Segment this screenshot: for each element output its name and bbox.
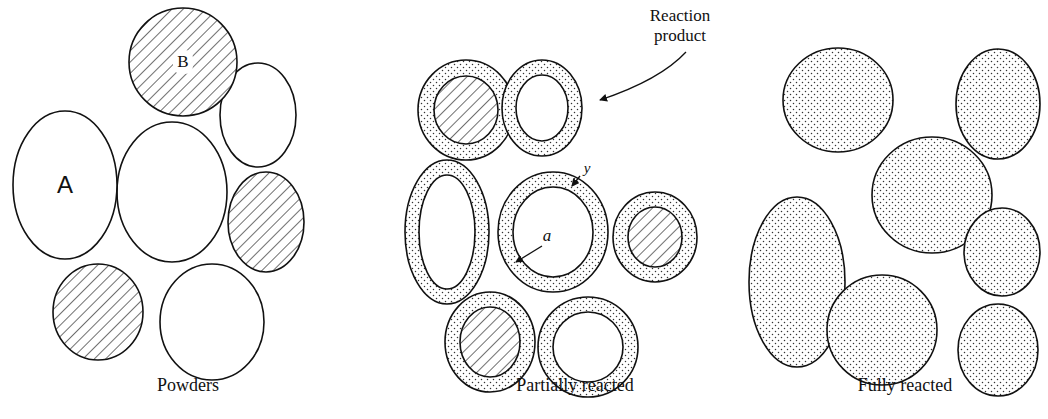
callout-label: Reaction product bbox=[640, 6, 720, 46]
panel-caption: Fully reacted bbox=[815, 375, 995, 396]
partially-reacted-particles bbox=[405, 60, 697, 397]
panel-caption: Powders bbox=[108, 375, 268, 396]
particle-label: B bbox=[173, 50, 192, 74]
leader-lines bbox=[516, 52, 686, 262]
fully-reacted-particles bbox=[749, 48, 1040, 396]
particle: A bbox=[12, 110, 118, 260]
particle-label: A bbox=[57, 171, 73, 199]
particle: B bbox=[128, 7, 238, 117]
panel-caption: Partially reacted bbox=[480, 375, 670, 396]
dimension-label: a bbox=[540, 226, 554, 246]
dimension-label: y bbox=[580, 160, 594, 177]
